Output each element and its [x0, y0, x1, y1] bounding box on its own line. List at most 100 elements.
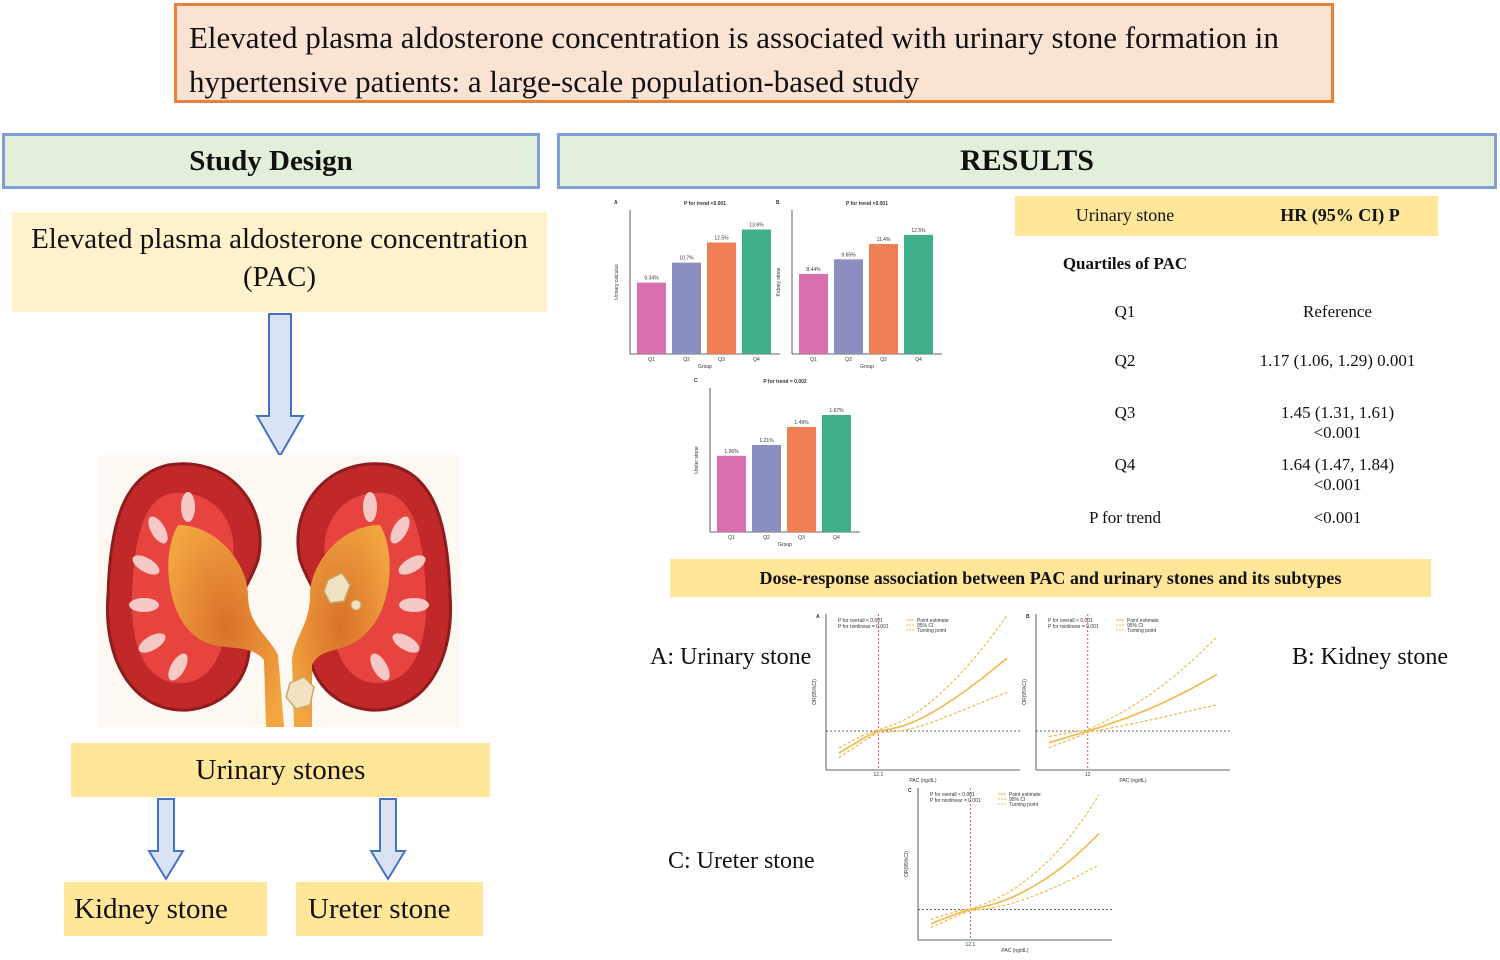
x-axis-label: Group — [860, 364, 874, 370]
bar-data-label: 1.21% — [759, 438, 774, 444]
bar-data-label: 9.34% — [644, 276, 659, 282]
bar — [799, 273, 828, 354]
infographic-title: Elevated plasma aldosterone concentratio… — [189, 20, 1279, 99]
p-nonlinear-annotation: P for nonlinear = 0.001 — [838, 624, 889, 630]
results-header-label: RESULTS — [960, 144, 1094, 177]
bar-data-label: 1.49% — [794, 420, 809, 426]
y-axis-label: OR(95%CI) — [904, 851, 910, 877]
bar — [834, 259, 863, 354]
row-label: Q4 — [1114, 455, 1136, 474]
x-tick-label: Q4 — [915, 357, 922, 363]
table-row: Q2 1.17 (1.06, 1.29) 0.001 — [1015, 351, 1438, 381]
kidney-stone-box: Kidney stone — [64, 882, 267, 936]
bar-data-label: 12.5% — [911, 228, 926, 234]
bar — [742, 229, 771, 354]
panel-c-label: C: Ureter stone — [668, 848, 815, 874]
ci-upper-line — [930, 794, 1100, 921]
table-col-1: Urinary stone — [1075, 205, 1175, 225]
bar-data-label: 1.06% — [724, 449, 739, 455]
table-row: Q1 Reference — [1015, 302, 1438, 332]
study-design-header: Study Design — [2, 133, 540, 189]
legend-entry: Turning point — [1127, 628, 1157, 634]
legend-entry: Turning point — [1009, 802, 1039, 808]
turning-point-label: 12 — [1085, 772, 1091, 778]
legend-entry: Point estimate — [917, 618, 949, 624]
kidney-stone-label: Kidney stone — [74, 893, 228, 925]
legend-entry: Turning point — [917, 628, 947, 634]
turning-point-label: 12.1 — [966, 942, 976, 948]
p-overall-annotation: P for overall < 0.001 — [930, 792, 975, 798]
y-axis-label: Kidney stone — [776, 267, 782, 296]
dose-response-header: Dose-response association between PAC an… — [670, 559, 1431, 597]
point-estimate-line — [838, 657, 1008, 754]
ureter-stone-label: Ureter stone — [308, 893, 451, 925]
x-tick-label: Q3 — [880, 357, 887, 363]
x-tick-label: Q1 — [648, 357, 655, 363]
point-estimate-line — [1048, 673, 1218, 744]
y-axis-label: OR(95%CI) — [812, 679, 818, 705]
bar — [707, 242, 736, 354]
chart-title: P for trend <0.001 — [684, 201, 726, 207]
x-tick-label: Q2 — [763, 535, 770, 541]
kidney-illustration-icon — [98, 455, 460, 727]
exposure-label: Elevated plasma aldosterone concentratio… — [31, 223, 528, 293]
x-axis-label: PAC (ng/dL) — [1001, 948, 1028, 954]
x-axis-label: PAC (ng/dL) — [909, 778, 936, 784]
bar-data-label: 9.65% — [841, 252, 856, 258]
bar — [717, 455, 746, 532]
down-arrow-icon — [255, 313, 305, 458]
panel-letter: B — [1026, 614, 1030, 620]
legend-entry: 95% CI — [1009, 797, 1025, 803]
down-arrow-icon — [369, 798, 407, 881]
x-axis-label: Group — [778, 542, 792, 548]
table-col-2: HR (95% CI) P — [1280, 205, 1400, 225]
down-arrow-icon — [147, 798, 185, 881]
x-axis-label: PAC (ng/dL) — [1119, 778, 1146, 784]
ureter-stone-box: Ureter stone — [296, 882, 483, 936]
title-box: Elevated plasma aldosterone concentratio… — [174, 3, 1334, 103]
row-label: Q3 — [1114, 403, 1136, 422]
x-tick-label: Q1 — [810, 357, 817, 363]
x-tick-label: Q3 — [718, 357, 725, 363]
ci-upper-line — [1048, 636, 1218, 738]
y-axis-label: OR(95%CI) — [1022, 679, 1028, 705]
table-section-label: Quartiles of PAC — [1062, 254, 1188, 273]
y-axis-label: Ureter stone — [694, 446, 700, 474]
dose-response-chart-ureter: COR(95%CI)PAC (ng/dL)12.1P for overall <… — [904, 788, 1112, 954]
table-row: Q4 1.64 (1.47, 1.84) <0.001 — [1015, 455, 1438, 494]
row-label: Q2 — [1114, 351, 1136, 370]
row-value: 1.17 (1.06, 1.29) 0.001 — [1259, 351, 1416, 370]
table-row: Q3 1.45 (1.31, 1.61) <0.001 — [1015, 403, 1438, 442]
legend-entry: Point estimate — [1127, 618, 1159, 624]
legend-entry: 95% CI — [917, 623, 933, 629]
panel-b-label: B: Kidney stone — [1292, 644, 1448, 670]
legend-entry: 95% CI — [1127, 623, 1143, 629]
bar — [672, 262, 701, 354]
panel-letter: C — [694, 378, 698, 384]
dose-response-chart-urinary: AOR(95%CI)PAC (ng/dL)12.1P for overall <… — [812, 614, 1020, 784]
turning-point-label: 12.1 — [874, 772, 884, 778]
y-axis-label: Urinary calculus — [614, 264, 620, 300]
ci-upper-line — [838, 615, 1008, 749]
bar-data-label: 1.67% — [829, 408, 844, 414]
legend-entry: Point estimate — [1009, 792, 1041, 798]
bar — [637, 282, 666, 354]
outcome-box: Urinary stones — [71, 743, 490, 797]
dose-response-chart-kidney: BOR(95%CI)PAC (ng/dL)12P for overall < 0… — [1022, 614, 1230, 784]
panel-letter: A — [614, 200, 618, 206]
panel-letter: B — [776, 200, 780, 206]
p-nonlinear-annotation: P for nonlinear = 0.001 — [1048, 624, 1099, 630]
bar — [822, 415, 851, 532]
x-tick-label: Q2 — [845, 357, 852, 363]
bar-data-label: 8.44% — [806, 267, 821, 273]
bar-data-label: 12.5% — [714, 235, 729, 241]
row-label: Q1 — [1114, 302, 1136, 321]
ci-lower-line — [838, 691, 1008, 759]
chart-title: P for trend = 0.002 — [763, 379, 807, 385]
x-tick-label: Q3 — [798, 535, 805, 541]
bar-data-label: 11.4% — [877, 237, 891, 243]
row-label: P for trend — [1088, 508, 1162, 527]
table-row: P for trend <0.001 — [1015, 508, 1438, 538]
